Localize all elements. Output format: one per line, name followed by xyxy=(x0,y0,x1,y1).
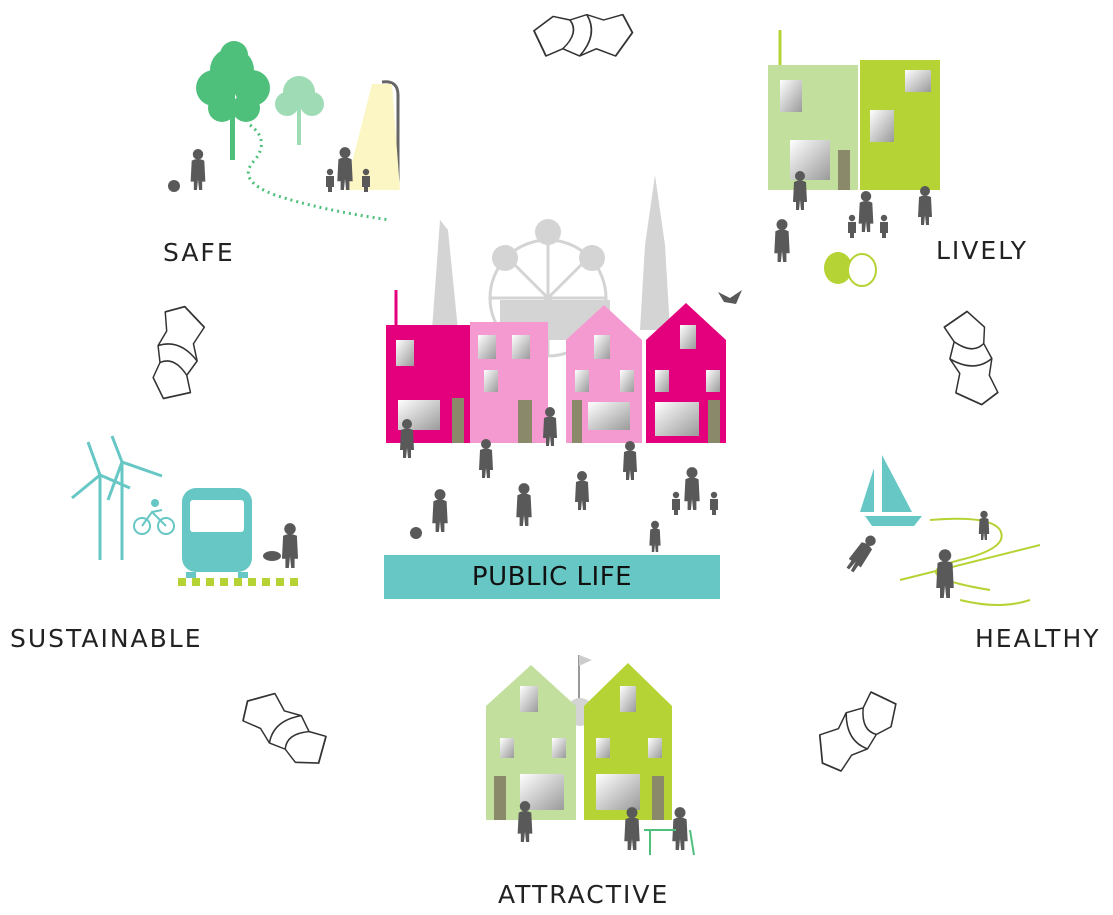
house-pink-left xyxy=(470,322,548,443)
arrow-cycle-icon xyxy=(146,301,209,405)
tree-icon xyxy=(196,41,270,160)
attractive-label: ATTRACTIVE xyxy=(498,880,670,909)
safe-label: SAFE xyxy=(163,238,235,267)
arrow-cycle-icon xyxy=(533,13,634,57)
bus-icon xyxy=(182,488,252,578)
pedestrians xyxy=(168,147,370,192)
public-life-banner: PUBLIC LIFE xyxy=(384,555,720,599)
healthy-illustration xyxy=(843,455,1041,606)
lively-illustration xyxy=(768,30,940,287)
house-light-green xyxy=(486,665,576,820)
bird-icon xyxy=(718,290,742,304)
healthy-label: HEALTHY xyxy=(975,624,1101,653)
skyline xyxy=(432,175,670,340)
street-lamp-icon xyxy=(345,80,400,190)
crosswalk xyxy=(178,578,298,586)
house-magenta-right xyxy=(646,303,726,443)
wind-turbine-icon xyxy=(71,435,163,560)
lively-label: LIVELY xyxy=(936,236,1029,265)
arrow-cycle-icon xyxy=(235,682,336,777)
safe-illustration xyxy=(168,41,400,222)
sustainable-illustration xyxy=(71,435,299,586)
bicycle-icon xyxy=(133,499,175,535)
public-life-label: PUBLIC LIFE xyxy=(471,562,633,592)
attractive-illustration xyxy=(486,655,695,856)
pedestrians xyxy=(400,407,718,552)
house-lime xyxy=(584,663,672,820)
house-magenta-left xyxy=(386,290,470,443)
arrow-cycle-icon xyxy=(806,683,908,778)
theater-masks-icon xyxy=(824,252,877,287)
flag-icon xyxy=(578,655,592,700)
sustainable-label: SUSTAINABLE xyxy=(10,624,203,653)
public-life-illustration xyxy=(386,175,742,552)
sailboat-icon xyxy=(860,455,922,526)
running-path xyxy=(899,517,1041,606)
path-dotted xyxy=(246,123,391,222)
tree-icon xyxy=(275,76,324,145)
house-pink-gabled xyxy=(566,305,642,443)
arrow-cycle-icon xyxy=(941,307,1001,410)
